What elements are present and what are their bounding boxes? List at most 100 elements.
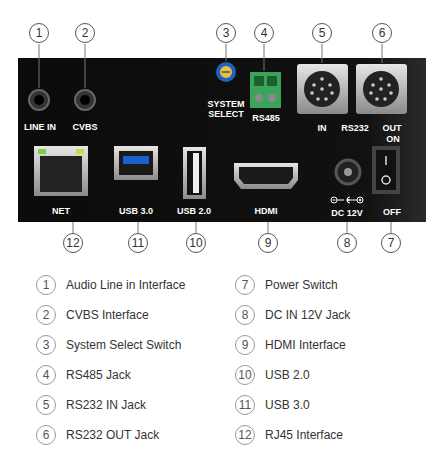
port-label: DC 12V [331, 209, 363, 218]
leader-line [73, 222, 74, 233]
port-label: OFF [383, 208, 401, 217]
terminal-hole [254, 76, 264, 86]
legend-text: RS232 OUT Jack [66, 428, 159, 442]
callout-number: 4 [36, 365, 56, 385]
din-face [304, 71, 340, 107]
terminal-block [250, 72, 281, 108]
cvbs-jack [75, 90, 95, 110]
port-label: SYSTEM SELECT [203, 100, 249, 120]
callout-number: 2 [36, 305, 56, 325]
terminal-hole [267, 76, 277, 86]
legend-text: CVBS Interface [66, 308, 149, 322]
callout-number: 10 [235, 365, 255, 385]
legend-text: DC IN 12V Jack [265, 308, 350, 322]
jack-hole [34, 95, 44, 105]
din-socket [297, 64, 348, 114]
port-label: HDMI [255, 207, 278, 216]
terminal-screw [268, 94, 276, 102]
port-label: IN [318, 124, 327, 133]
on-mark [385, 156, 387, 165]
dial-center [220, 66, 232, 78]
leader-line [138, 222, 139, 233]
callout-number: 3 [36, 335, 56, 355]
callout-number: 6 [36, 425, 56, 445]
port-label: USB 3.0 [119, 207, 153, 216]
callout-number: 1 [29, 23, 49, 43]
rear-panel [18, 58, 426, 222]
callout-number: 3 [216, 23, 236, 43]
port-label: LINE IN [24, 123, 56, 132]
leader-line [347, 222, 348, 233]
leader-line [382, 44, 383, 63]
audio-jack [29, 90, 49, 110]
polarity-symbol [331, 197, 363, 203]
usb3-port [114, 146, 158, 180]
callout-number: 5 [36, 395, 56, 415]
callout-number: 9 [258, 233, 278, 253]
callout-number: 5 [312, 23, 332, 43]
leader-line [268, 222, 269, 233]
callout-number: 8 [337, 233, 357, 253]
callout-number: 1 [36, 275, 56, 295]
legend-text: HDMI Interface [265, 338, 346, 352]
port-label: OUT [383, 124, 402, 133]
callout-number: 7 [235, 275, 255, 295]
din-socket [356, 64, 407, 114]
leader-line [85, 44, 86, 88]
usb2-tongue [193, 153, 199, 193]
usb3-opening [119, 151, 153, 175]
usb2-port [183, 147, 206, 199]
callout-number: 10 [186, 233, 206, 253]
off-mark [382, 176, 390, 184]
legend-text: USB 2.0 [265, 368, 310, 382]
callout-number: 6 [372, 23, 392, 43]
callout-number: 8 [235, 305, 255, 325]
callout-number: 2 [75, 23, 95, 43]
led [76, 149, 84, 154]
leader-line [226, 44, 227, 61]
usb2-opening [187, 151, 202, 195]
jack-hole [80, 95, 90, 105]
callout-number: 12 [235, 425, 255, 445]
port-label: RS232 [341, 124, 369, 133]
dc-pin [344, 168, 352, 176]
usb3-tongue [123, 156, 149, 164]
port-label: RS485 [252, 114, 280, 123]
power-switch [372, 146, 400, 194]
leader-line [39, 44, 40, 88]
legend-text: RJ45 Interface [265, 428, 343, 442]
din-pins [310, 77, 393, 101]
rj45-port [34, 146, 88, 196]
port-label: CVBS [72, 123, 97, 132]
switch-rocker [376, 150, 396, 190]
led [38, 149, 46, 154]
port-label: ON [386, 135, 400, 144]
port-label: NET [52, 207, 70, 216]
hdmi-opening [239, 167, 293, 184]
terminal-screw [255, 94, 263, 102]
legend-text: RS232 IN Jack [66, 398, 146, 412]
leader-lines [39, 44, 391, 233]
legend-text: System Select Switch [66, 338, 181, 352]
legend-text: RS485 Jack [66, 368, 131, 382]
callout-number: 9 [235, 335, 255, 355]
callout-number: 4 [254, 23, 274, 43]
legend-text: Power Switch [265, 278, 338, 292]
callout-number: 11 [128, 233, 148, 253]
callout-number: 7 [381, 233, 401, 253]
leader-line [322, 44, 323, 63]
leader-line [196, 222, 197, 233]
callout-number: 11 [235, 395, 255, 415]
din-face [363, 71, 399, 107]
callout-number: 12 [63, 233, 83, 253]
leader-line [391, 222, 392, 233]
dial-slot [222, 71, 230, 73]
dc-jack [336, 160, 360, 184]
select-dial [216, 62, 236, 82]
legend-text: Audio Line in Interface [66, 278, 185, 292]
port-label: USB 2.0 [177, 207, 211, 216]
legend-text: USB 3.0 [265, 398, 310, 412]
leader-line [264, 44, 265, 71]
